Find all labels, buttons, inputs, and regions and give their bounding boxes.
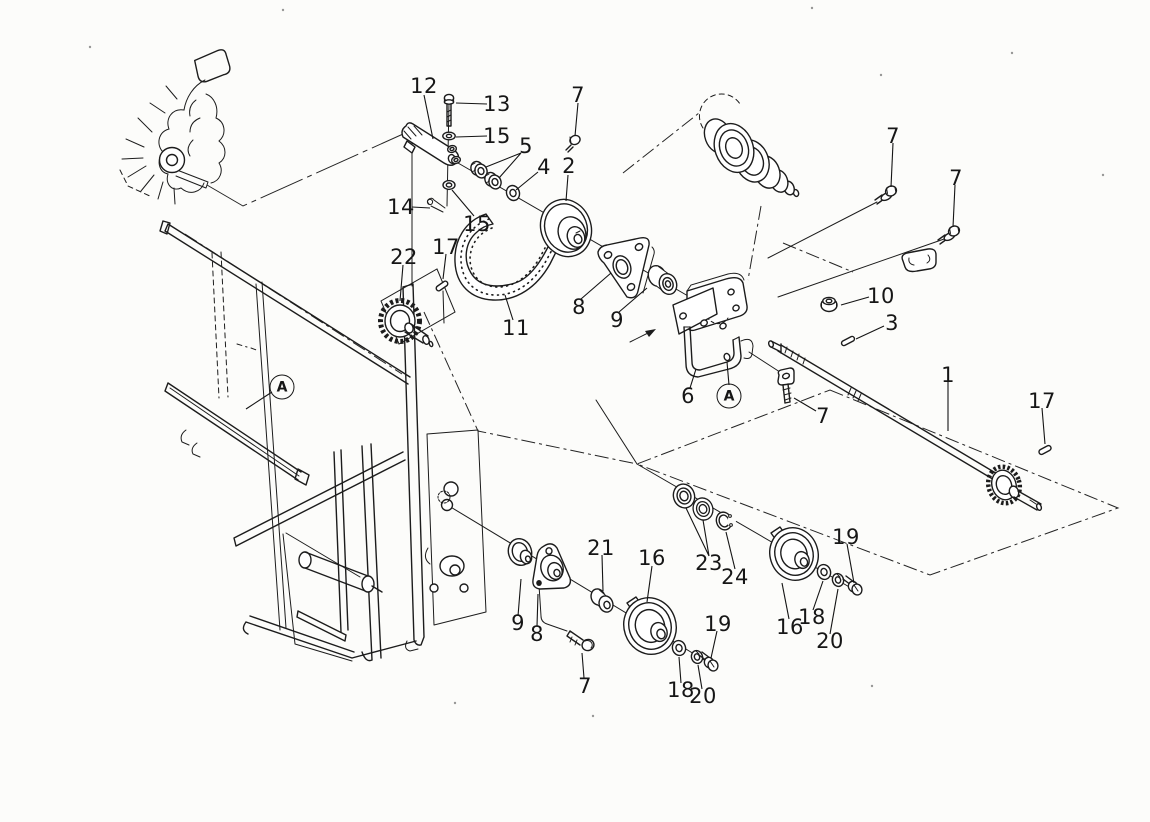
callout-23: 23 [695, 551, 723, 575]
leader-lines [245, 94, 1046, 690]
part-washer-18b [814, 562, 834, 582]
part-washer-15a [442, 131, 456, 141]
part-cotter-pin-14 [426, 197, 446, 213]
callout-8a: 8 [572, 295, 586, 319]
part-flange-8b [532, 543, 572, 590]
callout-11: 11 [502, 316, 530, 340]
callout-16b: 16 [776, 615, 804, 639]
callout-2: 2 [562, 154, 576, 178]
callout-5: 5 [519, 134, 533, 158]
part-bracket-6 [683, 326, 754, 378]
callout-17b: 17 [1028, 389, 1056, 413]
callout-9a: 9 [610, 308, 624, 332]
part-collars [446, 144, 462, 165]
callout-13: 13 [483, 92, 511, 116]
callout-20a: 20 [689, 684, 717, 708]
part-roller-9a [647, 264, 678, 296]
part-bolt-7e [937, 223, 962, 245]
part-bearings-23 [669, 480, 717, 524]
callout-12: 12 [410, 74, 438, 98]
callout-18b: 18 [798, 605, 826, 629]
callout-22: 22 [390, 245, 418, 269]
part-tension-arm-12 [401, 122, 460, 166]
part-pulley-2 [539, 198, 593, 258]
callout-9b: 9 [511, 611, 525, 635]
part-v-belt-11 [454, 213, 559, 301]
callout-7a: 7 [571, 83, 585, 107]
callout-15a: 15 [483, 124, 511, 148]
callout-19a: 19 [704, 612, 732, 636]
part-roller-cluster [698, 93, 800, 198]
callout-8b: 8 [530, 622, 544, 646]
construction-lines [175, 101, 1120, 667]
part-bolt-7a [565, 134, 581, 153]
machine-frame [159, 220, 487, 662]
callout-24: 24 [721, 565, 749, 589]
callout-7d: 7 [886, 124, 900, 148]
part-pulley-16a [623, 596, 677, 655]
part-carrier-plate [672, 272, 748, 335]
callout-17a: 17 [432, 235, 460, 259]
scan-specks [88, 6, 1105, 718]
callout-19b: 19 [832, 525, 860, 549]
view-marker-a-bracket: A [716, 383, 742, 409]
part-bolt-7c [777, 367, 795, 404]
part-gear-22 [378, 298, 434, 348]
part-pivot-bolt-13 [443, 93, 455, 127]
part-shaft-1 [767, 340, 1043, 511]
callout-16a: 16 [638, 546, 666, 570]
part-nuts-5 [468, 159, 504, 192]
callout-4: 4 [537, 155, 551, 179]
callout-3: 3 [885, 311, 899, 335]
machine-context-sketch [119, 49, 231, 205]
callout-15b: 15 [463, 212, 491, 236]
part-roller-9b [507, 537, 533, 567]
callout-10: 10 [867, 284, 895, 308]
callout-1: 1 [941, 363, 955, 387]
callout-18a: 18 [667, 678, 695, 702]
part-nut-10 [820, 296, 838, 313]
part-bolt-7f [566, 630, 595, 652]
view-marker-a-frame: A [269, 374, 295, 400]
part-washer-15b [442, 179, 456, 191]
part-key-17a [435, 280, 449, 292]
part-bolt-7d [874, 183, 899, 205]
callout-14: 14 [387, 195, 415, 219]
part-pulley-16b [769, 526, 819, 581]
part-pin-3 [840, 335, 856, 347]
callout-7c: 7 [816, 404, 830, 428]
callout-20b: 20 [816, 629, 844, 653]
part-flange-8a [597, 236, 655, 299]
part-key-17b [1038, 444, 1052, 456]
part-spring-washer-20b [830, 571, 846, 589]
part-washer-4 [505, 184, 521, 202]
part-clip [901, 248, 937, 273]
callout-21: 21 [587, 536, 615, 560]
callout-6: 6 [681, 384, 695, 408]
callout-7e: 7 [949, 166, 963, 190]
callout-7f: 7 [578, 674, 592, 698]
part-bushing-21 [590, 588, 614, 613]
part-snap-ring-24 [715, 511, 737, 531]
